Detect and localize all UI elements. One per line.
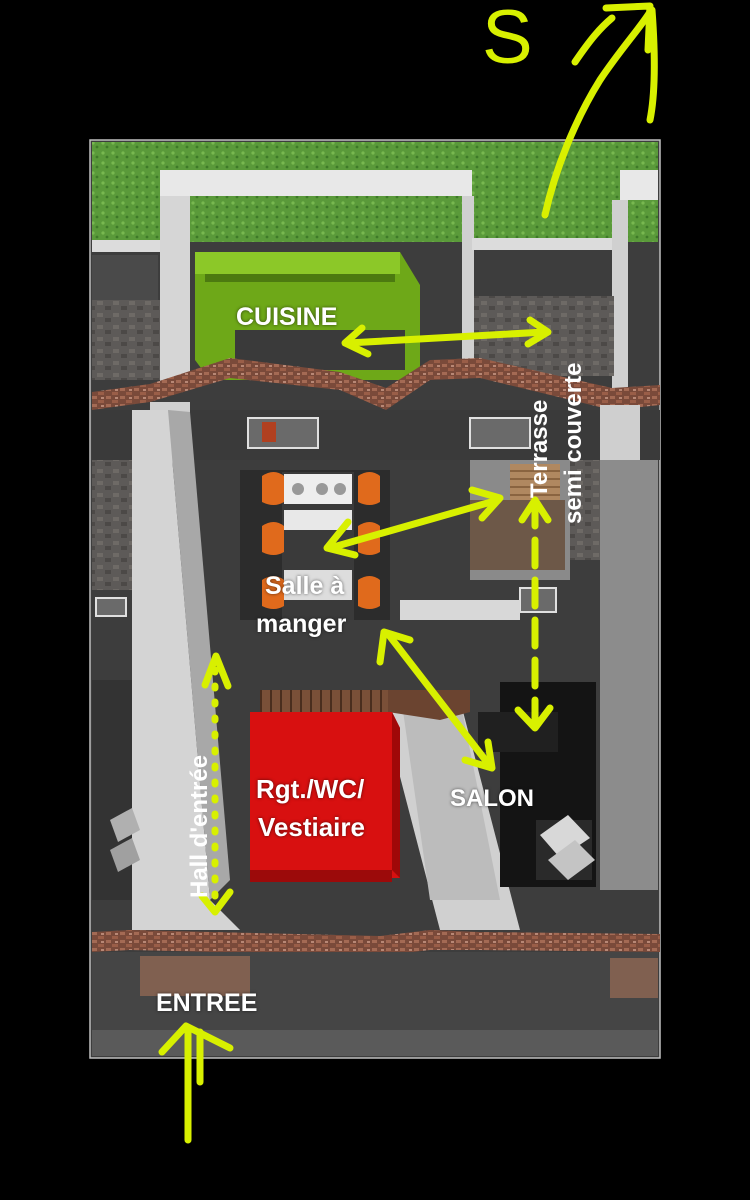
- label-storage-line2: Vestiaire: [258, 812, 365, 842]
- arrow-dining-living: [376, 628, 496, 772]
- label-kitchen: CUISINE: [236, 303, 338, 331]
- arrow-kitchen-terrace: [341, 316, 552, 358]
- top-walls: [92, 170, 658, 390]
- label-dining-line2: manger: [256, 610, 347, 638]
- hall-storage: [92, 680, 140, 900]
- roof-brick-lower: [92, 930, 660, 1056]
- label-terrace-line2: semi couverte: [560, 362, 587, 524]
- storage-block: [250, 712, 400, 882]
- interior-walls: [132, 410, 658, 930]
- arrow-entrance: [158, 1022, 234, 1144]
- dining-chairs: [262, 472, 380, 609]
- label-entrance: ENTREE: [156, 989, 258, 1017]
- arrow-hall: [198, 652, 234, 916]
- north-arrow: [541, 2, 658, 219]
- label-dining-line1: Salle à: [265, 572, 345, 600]
- direction-mark: S: [482, 0, 533, 80]
- label-living: SALON: [450, 785, 534, 812]
- label-hall: Hall d'entrée: [186, 754, 213, 898]
- arrow-terrace-dining: [323, 486, 504, 559]
- label-storage-line1: Rgt./WC/: [256, 774, 365, 804]
- skylights: [95, 417, 557, 617]
- label-terrace-line1: Terrasse: [526, 399, 553, 498]
- arrow-terrace-living: [514, 496, 554, 732]
- kitchen-block: [195, 252, 420, 380]
